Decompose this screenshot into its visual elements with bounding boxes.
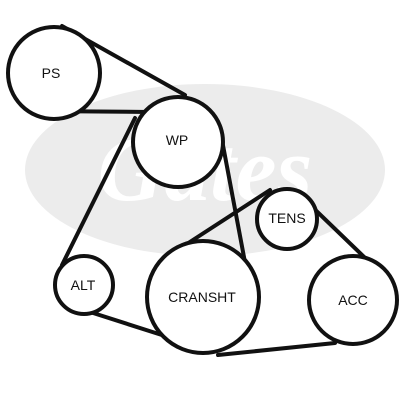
pulley-wp-circle: [131, 95, 225, 189]
pulley-ps-circle: [6, 25, 102, 121]
pulley-tens-circle: [255, 187, 319, 251]
pulley-wp: WP: [131, 95, 225, 189]
pulley-alt-label: ALT: [71, 277, 96, 293]
pulley-ps: PS: [6, 25, 102, 121]
pulley-cransht-circle: [145, 239, 261, 355]
belt-segment-alt-cransht: [88, 310, 167, 338]
belt-segment-cransht-acc: [216, 341, 337, 357]
pulley-acc-label: ACC: [338, 292, 368, 308]
pulley-ps-label: PS: [42, 65, 61, 81]
pulley-acc-circle: [307, 254, 399, 346]
pulley-alt: ALT: [53, 254, 115, 316]
pulley-acc: ACC: [307, 254, 399, 346]
pulley-tens: TENS: [255, 187, 319, 251]
pulley-wp-label: WP: [166, 132, 189, 148]
pulley-tens-label: TENS: [268, 210, 305, 226]
belt-segment-wp-alt: [60, 116, 137, 267]
pulley-alt-circle: [53, 254, 115, 316]
pulley-cransht: CRANSHT: [145, 239, 261, 355]
pulley-cransht-label: CRANSHT: [168, 289, 236, 305]
